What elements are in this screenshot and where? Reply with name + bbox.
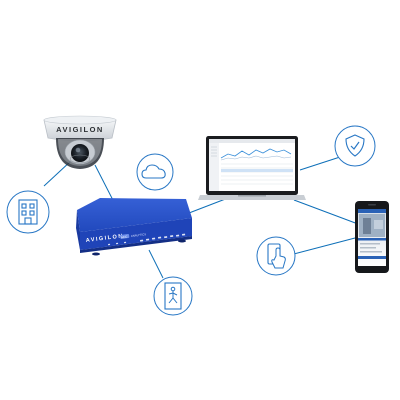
shield-check-icon (334, 125, 376, 167)
camera-brand-text: AVIGILON (56, 125, 104, 134)
line-phone-to-tap (289, 237, 356, 256)
appliance-model-text: ANALYTICS (131, 232, 147, 238)
dome-camera: AVIGILON (43, 115, 117, 169)
laptop (198, 136, 306, 200)
appliance-ports (108, 233, 186, 246)
smartphone (355, 201, 389, 273)
building-icon (6, 190, 50, 234)
laptop-base (198, 195, 306, 200)
line-laptop-to-shield (299, 156, 341, 171)
line-appliance-to-door (148, 249, 164, 279)
laptop-screen (209, 139, 295, 191)
nvr-appliance: AVIGILON ACC ANALYTICS (76, 198, 192, 256)
appliance-foot (178, 239, 186, 243)
cloud-icon (136, 153, 174, 191)
appliance-model-badge: ACC (121, 235, 129, 240)
appliance-model-badge-bg (120, 234, 130, 239)
appliance-foot (92, 252, 100, 256)
phone-tap-icon (256, 236, 296, 276)
door-person-icon (153, 276, 193, 316)
line-laptop-to-phone (293, 199, 359, 225)
appliance-brand-text: AVIGILON (86, 233, 125, 244)
